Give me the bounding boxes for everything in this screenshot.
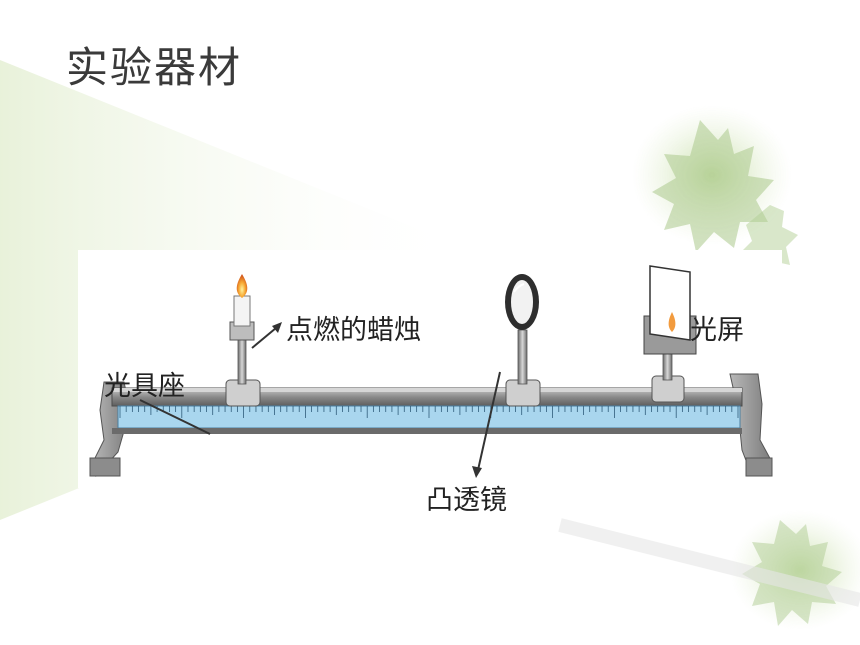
label-screen: 光屏	[690, 315, 744, 346]
leaf-cluster-bottom-right	[730, 510, 860, 630]
label-bench: 光具座	[104, 371, 185, 402]
shadow-streak	[558, 518, 860, 607]
light-screen	[649, 265, 691, 341]
slide-title: 实验器材	[66, 43, 243, 92]
lens-holder	[505, 329, 541, 407]
convex-lens	[505, 274, 539, 330]
rail-base	[112, 428, 742, 434]
leaf-cluster-top-right	[632, 105, 798, 275]
label-candle: 点燃的蜡烛	[286, 315, 421, 346]
candle-flame	[236, 274, 248, 298]
candle-holder	[225, 295, 261, 407]
label-lens: 凸透镜	[426, 485, 507, 516]
ruler-scale	[117, 405, 741, 429]
pointer-candle	[251, 322, 282, 349]
pointer-bench	[139, 399, 211, 435]
pointer-lens	[472, 371, 501, 478]
bench-rail	[111, 387, 743, 407]
